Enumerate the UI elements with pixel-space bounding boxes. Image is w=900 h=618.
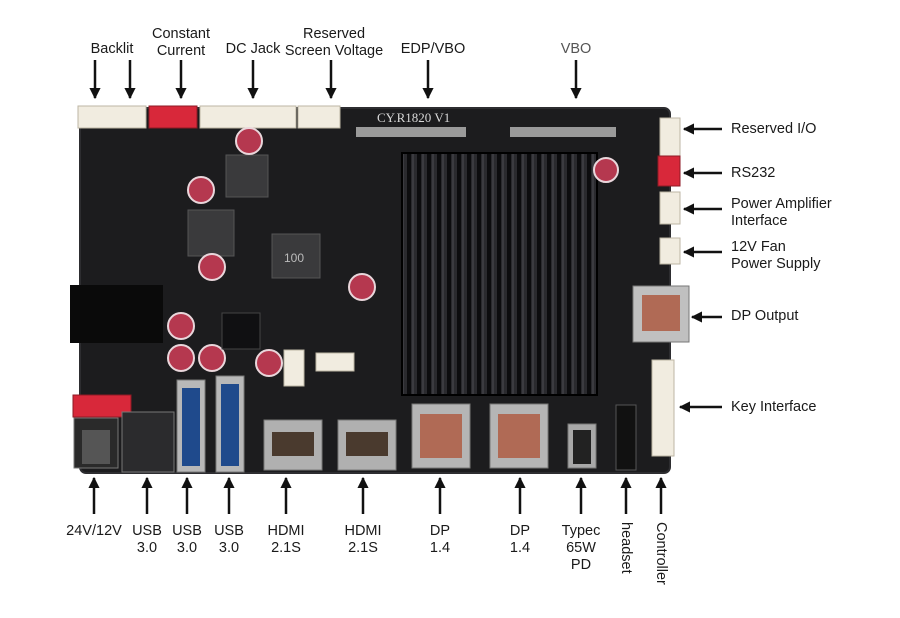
capacitors [167, 127, 619, 377]
headset-jack [615, 404, 637, 471]
label-key-interface: Key Interface [731, 399, 817, 415]
label-typec: Typec 65W PD [561, 523, 601, 573]
reserved-voltage-connector [297, 105, 341, 129]
label-controller: Controller [653, 522, 669, 585]
label-usb-2: USB 3.0 [172, 523, 202, 556]
label-hdmi-1: HDMI 2.1S [267, 523, 305, 556]
inductor-100 [271, 233, 321, 279]
main-chip [221, 312, 261, 350]
vbo-connector [510, 127, 616, 137]
reserved-io-connector [659, 117, 681, 157]
right-arrows [678, 123, 722, 413]
inductor-label: 100 [284, 251, 304, 265]
label-dp-1: DP 1.4 [429, 523, 451, 556]
heatsink [401, 152, 598, 396]
board-model-text: CY.R1820 V1 [377, 110, 450, 125]
label-rs232: RS232 [731, 165, 776, 181]
bottom-ports [73, 375, 637, 473]
label-power-amplifier: Power Amplifier Interface [731, 196, 832, 229]
edp-connector [356, 127, 466, 137]
label-usb-1: USB 3.0 [132, 523, 162, 556]
inductor-4r7 [225, 154, 269, 198]
power-module [70, 285, 163, 343]
right-connectors [632, 117, 690, 457]
fan-connector [659, 237, 681, 265]
label-dp-output: DP Output [731, 308, 799, 324]
label-dp-2: DP 1.4 [509, 523, 531, 556]
bottom-arrows [88, 476, 667, 514]
label-headset: headset [618, 522, 634, 574]
power-amplifier-connector [659, 191, 681, 225]
backlit-connector [77, 105, 147, 129]
inductor-small [187, 209, 235, 257]
label-fan-power: 12V Fan Power Supply [731, 239, 821, 272]
usb-port-1 [121, 411, 175, 473]
label-usb-3: USB 3.0 [214, 523, 244, 556]
key-interface-connector [651, 359, 675, 457]
top-connectors [77, 105, 341, 129]
label-dc-jack: DC Jack [225, 41, 281, 57]
label-24v12v: 24V/12V [66, 523, 122, 539]
constant-current-connector [148, 105, 198, 129]
rs232-connector [657, 155, 681, 187]
label-constant-current: Constant Current [151, 26, 211, 59]
label-edp-vbo: EDP/VBO [400, 41, 466, 57]
label-vbo: VBO [560, 41, 592, 57]
label-hdmi-2: HDMI 2.1S [344, 523, 382, 556]
top-arrows [89, 60, 582, 100]
label-reserved-io: Reserved I/O [731, 121, 817, 137]
label-backlit: Backlit [90, 41, 134, 57]
label-reserved-screen-voltage: Reserved Screen Voltage [284, 26, 384, 59]
dc-jack-connector [199, 105, 297, 129]
